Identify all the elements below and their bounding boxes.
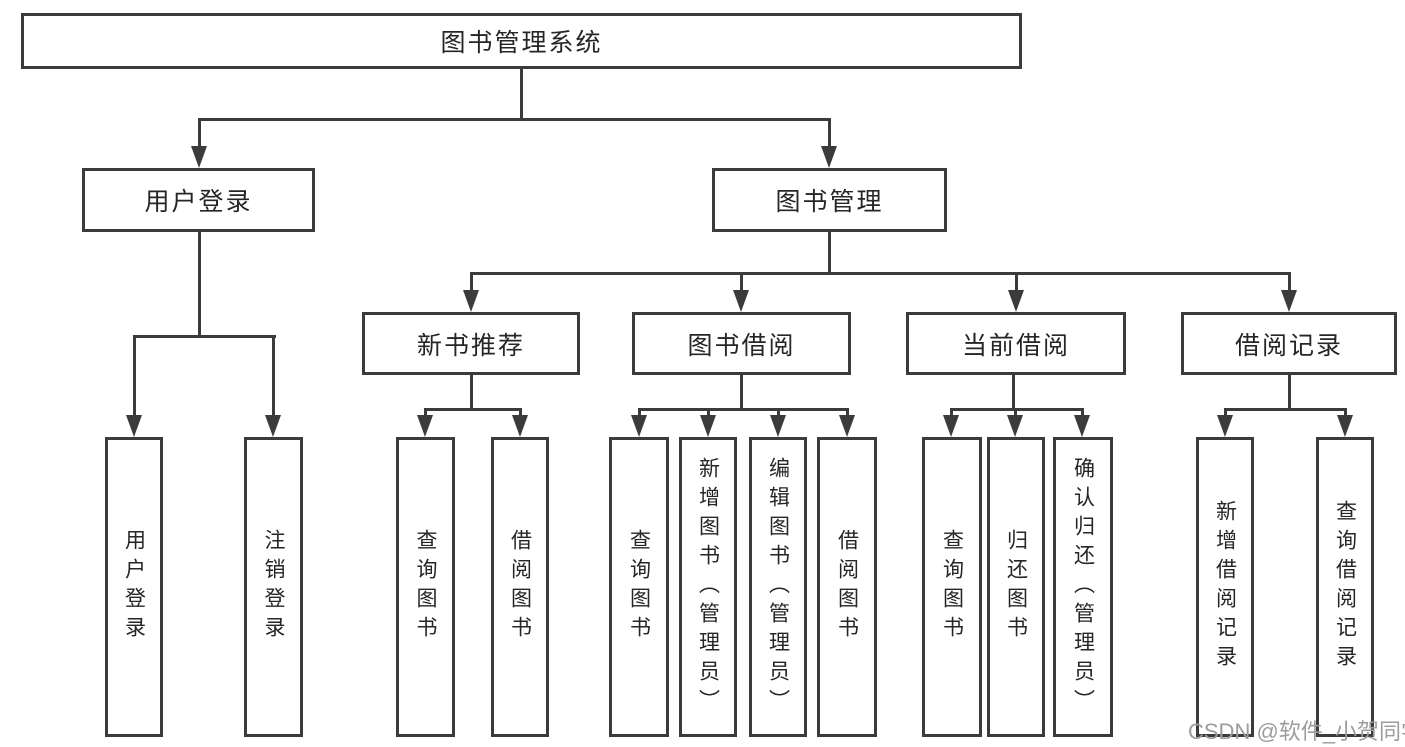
node-user-login: 用户登录 <box>82 168 315 232</box>
node-current-borrow: 当前借阅 <box>906 312 1126 375</box>
edge-drop-cb-query <box>950 408 953 418</box>
arrow-to-nbr-query-icon <box>417 415 433 437</box>
edge-drop-book-mgmt <box>828 118 831 148</box>
edge-drop-borrow-records <box>1288 272 1291 294</box>
arrow-to-leaf-logout-icon <box>265 415 281 437</box>
leaf-bb-edit-book-admin: 编辑图书（管理员） <box>749 437 807 737</box>
edge-book-borrow-bus <box>638 408 849 411</box>
arrow-to-cb-return-icon <box>1007 415 1023 437</box>
csdn-watermark: CSDN @软件_小贺同学 <box>1188 719 1405 744</box>
edge-drop-current-borrow <box>1015 272 1018 294</box>
edge-current-borrow-bus <box>950 408 1084 411</box>
edge-drop-bb-borrow <box>846 408 849 418</box>
edge-drop-bb-query <box>638 408 641 418</box>
leaf-bb-add-book-admin: 新增图书（管理员） <box>679 437 737 737</box>
edge-drop-nbr-borrow <box>519 408 522 418</box>
edge-drop-leaf-logout <box>272 335 275 417</box>
edge-new-book-bus <box>424 408 522 411</box>
arrow-to-nbr-borrow-icon <box>512 415 528 437</box>
edge-drop-cb-return <box>1014 408 1017 418</box>
edge-book-borrow-stem <box>740 375 743 408</box>
node-book-borrow: 图书借阅 <box>632 312 851 375</box>
edge-drop-br-add <box>1224 408 1227 418</box>
edge-user-login-bus <box>133 335 276 338</box>
edge-current-borrow-stem <box>1012 375 1015 408</box>
node-root-library-system: 图书管理系统 <box>21 13 1022 69</box>
edge-drop-new-book <box>470 272 473 294</box>
arrow-to-leaf-login-icon <box>126 415 142 437</box>
leaf-br-add-record: 新增借阅记录 <box>1196 437 1254 737</box>
arrow-to-cb-query-icon <box>943 415 959 437</box>
edge-book-mgmt-stem <box>828 232 831 272</box>
leaf-bb-query-book: 查询图书 <box>609 437 669 737</box>
node-borrow-records: 借阅记录 <box>1181 312 1397 375</box>
leaf-logout: 注销登录 <box>244 437 303 737</box>
arrow-to-br-add-icon <box>1217 415 1233 437</box>
arrow-to-user-login-icon <box>191 146 207 168</box>
leaf-cb-return-book: 归还图书 <box>987 437 1045 737</box>
edge-level2-bus <box>198 118 831 121</box>
node-book-management: 图书管理 <box>712 168 947 232</box>
edge-drop-user-login <box>198 118 201 148</box>
leaf-br-query-record: 查询借阅记录 <box>1316 437 1374 737</box>
arrow-to-br-query-icon <box>1337 415 1353 437</box>
node-new-book-recommend: 新书推荐 <box>362 312 580 375</box>
leaf-bb-borrow-book: 借阅图书 <box>817 437 877 737</box>
arrow-to-book-borrow-icon <box>733 290 749 312</box>
arrow-to-current-borrow-icon <box>1008 290 1024 312</box>
edge-new-book-stem <box>470 375 473 408</box>
edge-drop-cb-confirm <box>1081 408 1084 418</box>
edge-drop-book-borrow <box>740 272 743 294</box>
leaf-nbr-query-book: 查询图书 <box>396 437 455 737</box>
edge-drop-br-query <box>1344 408 1347 418</box>
arrow-to-bb-borrow-icon <box>839 415 855 437</box>
arrow-to-book-mgmt-icon <box>821 146 837 168</box>
leaf-cb-query-book: 查询图书 <box>922 437 982 737</box>
edge-drop-bb-add <box>707 408 710 418</box>
arrow-to-bb-query-icon <box>631 415 647 437</box>
edge-borrow-records-stem <box>1288 375 1291 408</box>
edge-borrow-records-bus <box>1224 408 1347 411</box>
edge-level3-bus <box>470 272 1290 275</box>
arrow-to-bb-add-icon <box>700 415 716 437</box>
arrow-to-cb-confirm-icon <box>1074 415 1090 437</box>
edge-drop-nbr-query <box>424 408 427 418</box>
arrow-to-bb-edit-icon <box>770 415 786 437</box>
edge-drop-leaf-login <box>133 335 136 417</box>
leaf-cb-confirm-return-admin: 确认归还（管理员） <box>1053 437 1113 737</box>
edge-root-stem <box>520 69 523 118</box>
leaf-user-login: 用户登录 <box>105 437 163 737</box>
arrow-to-new-book-icon <box>463 290 479 312</box>
leaf-nbr-borrow-book: 借阅图书 <box>491 437 549 737</box>
edge-user-login-stem <box>198 232 201 335</box>
arrow-to-borrow-records-icon <box>1281 290 1297 312</box>
edge-drop-bb-edit <box>777 408 780 418</box>
